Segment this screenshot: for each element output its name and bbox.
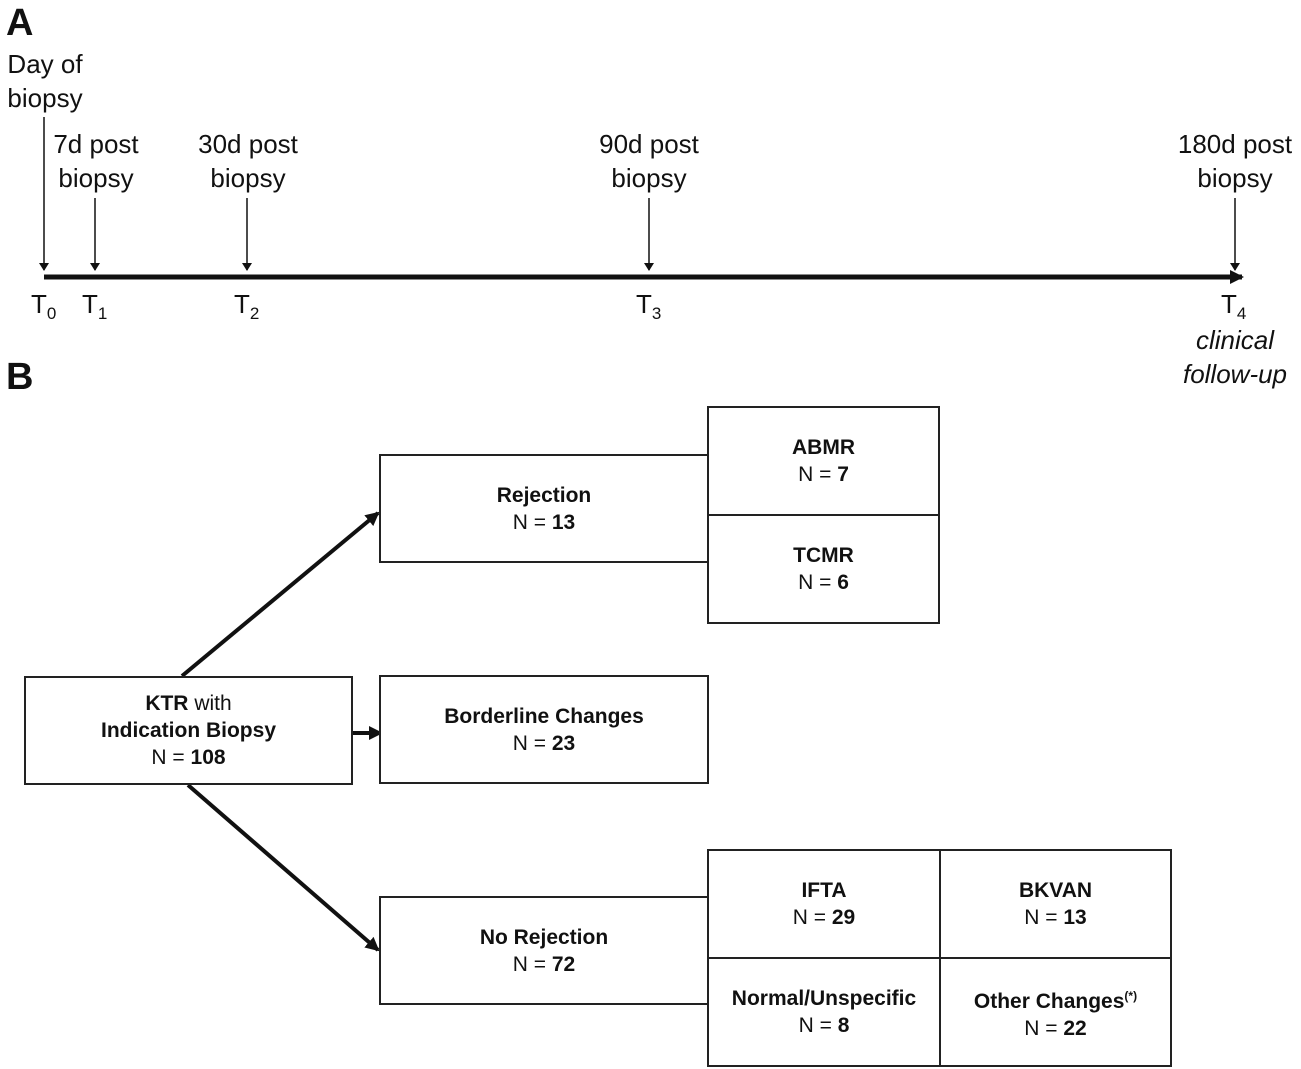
tick-sub: 0 — [46, 304, 57, 323]
footnote-marker: (*) — [1124, 988, 1138, 1003]
box-rejection: Rejection N = 13 — [379, 454, 709, 563]
n-value: 7 — [837, 463, 849, 486]
event-label-line: biopsy — [1197, 163, 1273, 193]
tick-t3: T3 — [636, 291, 661, 322]
tick-base: T — [234, 289, 250, 319]
box-title: Normal/Unspecific — [731, 987, 917, 1010]
event-label-line: Day of — [7, 49, 83, 79]
box-count: N = 72 — [513, 951, 575, 978]
n-value: 6 — [837, 571, 849, 594]
n-prefix: N = — [151, 746, 191, 769]
n-value: 13 — [551, 510, 576, 534]
tick-t2: T2 — [234, 291, 259, 322]
n-value: 23 — [551, 731, 576, 755]
box-count: N = 13 — [1024, 904, 1086, 931]
tick-sub: 2 — [249, 304, 260, 323]
box-no-rejection: No Rejection N = 72 — [379, 896, 709, 1005]
tick-t0: T0 — [31, 291, 56, 322]
tick-sub: 3 — [651, 304, 662, 323]
clinical-follow-up-label: clinical follow-up — [1168, 323, 1301, 391]
arrow-to-no-rejection — [186, 783, 380, 952]
box-title: ABMR — [792, 436, 855, 459]
box-count: N = 6 — [798, 569, 849, 596]
tick-sub: 1 — [97, 304, 108, 323]
event-label-day-of-biopsy: Day of biopsy — [0, 47, 93, 115]
box-tcmr: TCMR N = 6 — [707, 514, 940, 624]
box-title: IFTA — [801, 879, 847, 902]
box-count: N = 29 — [793, 904, 855, 931]
event-label-line: biopsy — [58, 163, 134, 193]
box-count: N = 8 — [799, 1012, 850, 1039]
box-other-changes: Other Changes(*) N = 22 — [939, 957, 1172, 1067]
tick-t1: T1 — [82, 291, 107, 322]
box-title: BKVAN — [1018, 879, 1093, 902]
box-title: TCMR — [793, 544, 854, 567]
box-count: N = 108 — [151, 744, 225, 771]
n-value: 29 — [831, 906, 856, 929]
n-prefix: N = — [1024, 906, 1064, 929]
n-value: 108 — [190, 746, 226, 769]
n-prefix: N = — [512, 510, 552, 534]
n-prefix: N = — [1024, 1016, 1064, 1040]
box-title-line: Other Changes(*) — [974, 983, 1137, 1015]
event-label-line: biopsy — [210, 163, 286, 193]
indication-biopsy-text: Indication Biopsy — [100, 719, 276, 742]
box-ifta: IFTA N = 29 — [707, 849, 941, 959]
n-value: 22 — [1063, 1016, 1087, 1040]
tick-base: T — [636, 289, 652, 319]
box-count: N = 22 — [1024, 1015, 1086, 1042]
event-label-line: 7d post — [53, 129, 139, 159]
panel-b-letter: B — [6, 356, 34, 398]
box-bkvan: BKVAN N = 13 — [939, 849, 1172, 959]
tick-t4: T4 — [1221, 291, 1246, 322]
box-count: N = 7 — [798, 461, 849, 488]
arrow-to-rejection — [180, 511, 380, 678]
n-prefix: N = — [798, 1014, 838, 1037]
box-count: N = 23 — [513, 730, 575, 757]
n-prefix: N = — [792, 906, 832, 929]
n-value: 13 — [1063, 906, 1087, 929]
box-title: Borderline Changes — [444, 704, 644, 728]
box-title: Rejection — [496, 483, 592, 507]
event-label-line: 180d post — [1177, 129, 1293, 159]
event-label-line: biopsy — [7, 83, 83, 113]
event-label-7d: 7d post biopsy — [36, 127, 156, 195]
tick-base: T — [1221, 289, 1237, 319]
box-title-line-2: Indication Biopsy — [101, 717, 276, 744]
follow-up-line: clinical — [1195, 325, 1275, 355]
n-value: 8 — [837, 1014, 850, 1037]
n-prefix: N = — [798, 463, 838, 486]
event-label-line: biopsy — [611, 163, 687, 193]
tick-base: T — [82, 289, 98, 319]
tick-base: T — [31, 289, 47, 319]
panel-a-letter: A — [6, 2, 34, 44]
event-label-line: 30d post — [198, 129, 298, 159]
box-title: Other Changes — [973, 989, 1125, 1013]
n-prefix: N = — [798, 571, 838, 594]
ktr-text: KTR — [145, 692, 189, 715]
box-count: N = 13 — [513, 509, 575, 536]
box-title-line: KTR with — [145, 690, 231, 717]
with-text: with — [188, 692, 232, 715]
n-prefix: N = — [512, 952, 552, 976]
box-title: No Rejection — [479, 925, 609, 949]
n-prefix: N = — [512, 731, 552, 755]
box-abmr: ABMR N = 7 — [707, 406, 940, 516]
n-value: 72 — [551, 952, 576, 976]
event-label-line: 90d post — [599, 129, 699, 159]
tick-sub: 4 — [1236, 304, 1247, 323]
event-label-90d: 90d post biopsy — [584, 127, 714, 195]
box-borderline-changes: Borderline Changes N = 23 — [379, 675, 709, 784]
follow-up-line: follow-up — [1182, 359, 1288, 389]
event-label-180d: 180d post biopsy — [1165, 127, 1301, 195]
box-ktr-indication-biopsy: KTR with Indication Biopsy N = 108 — [24, 676, 353, 785]
box-normal-unspecific: Normal/Unspecific N = 8 — [707, 957, 941, 1067]
event-label-30d: 30d post biopsy — [183, 127, 313, 195]
